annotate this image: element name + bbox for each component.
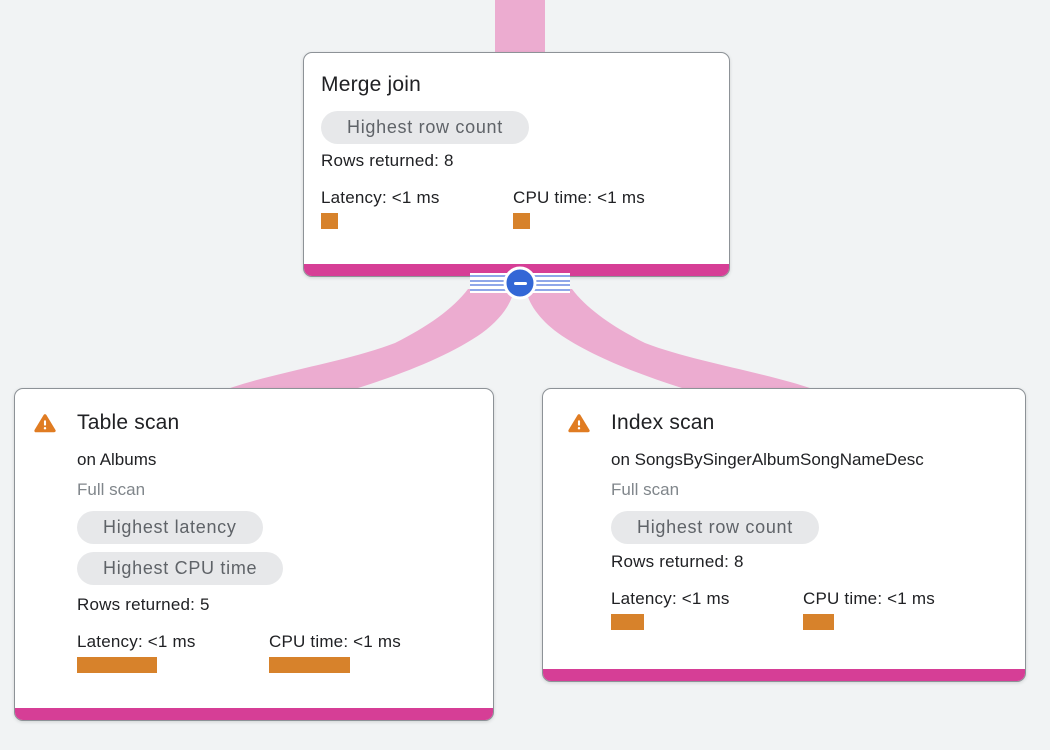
- cpu-metric: CPU time: <1 ms: [269, 632, 461, 673]
- edge-into-merge-join: [495, 0, 545, 55]
- metrics-row: Latency: <1 ms CPU time: <1 ms: [321, 188, 709, 229]
- node-accent-bar: [15, 708, 493, 720]
- latency-metric: Latency: <1 ms: [77, 632, 269, 673]
- collapse-edges-control[interactable]: [470, 266, 570, 300]
- cpu-label: CPU time: <1 ms: [513, 188, 645, 207]
- node-title: Merge join: [321, 73, 422, 96]
- latency-bar: [77, 657, 157, 673]
- metrics-row: Latency: <1 ms CPU time: <1 ms: [77, 632, 473, 673]
- warning-triangle-icon: [34, 414, 56, 433]
- cpu-bar: [269, 657, 350, 673]
- rows-returned: Rows returned: 8: [611, 552, 744, 571]
- node-title: Index scan: [611, 411, 715, 434]
- scan-type: Full scan: [611, 480, 680, 499]
- node-accent-bar: [543, 669, 1025, 681]
- cpu-metric: CPU time: <1 ms: [513, 188, 705, 229]
- minus-icon: [513, 281, 527, 285]
- cpu-bar: [803, 614, 834, 630]
- status-badge: Highest latency: [77, 511, 263, 544]
- scan-target: on SongsBySingerAlbumSongNameDesc: [611, 450, 924, 469]
- edge-merge-join-to-table-scan: [216, 289, 514, 393]
- latency-label: Latency: <1 ms: [77, 632, 196, 651]
- cpu-bar: [513, 213, 530, 229]
- status-badge: Highest row count: [611, 511, 819, 544]
- warning-triangle-icon: [568, 414, 590, 433]
- latency-metric: Latency: <1 ms: [321, 188, 513, 229]
- status-badge: Highest row count: [321, 111, 529, 144]
- latency-label: Latency: <1 ms: [611, 589, 730, 608]
- latency-metric: Latency: <1 ms: [611, 589, 803, 630]
- cpu-metric: CPU time: <1 ms: [803, 589, 995, 630]
- rows-returned: Rows returned: 5: [77, 595, 210, 614]
- edge-merge-join-to-index-scan: [526, 289, 824, 393]
- cpu-label: CPU time: <1 ms: [803, 589, 935, 608]
- scan-type: Full scan: [77, 480, 146, 499]
- latency-bar: [321, 213, 338, 229]
- latency-label: Latency: <1 ms: [321, 188, 440, 207]
- latency-bar: [611, 614, 644, 630]
- metrics-row: Latency: <1 ms CPU time: <1 ms: [611, 589, 1005, 630]
- scan-target: on Albums: [77, 450, 157, 469]
- node-index-scan[interactable]: Index scan on SongsBySingerAlbumSongName…: [542, 388, 1026, 682]
- collapse-button[interactable]: [503, 266, 537, 300]
- cpu-label: CPU time: <1 ms: [269, 632, 401, 651]
- status-badge: Highest CPU time: [77, 552, 284, 585]
- node-title: Table scan: [77, 411, 180, 434]
- node-merge-join[interactable]: Merge join Highest row count Rows return…: [303, 52, 730, 277]
- rows-returned: Rows returned: 8: [321, 151, 454, 170]
- node-table-scan[interactable]: Table scan on Albums Full scan Highest l…: [14, 388, 494, 721]
